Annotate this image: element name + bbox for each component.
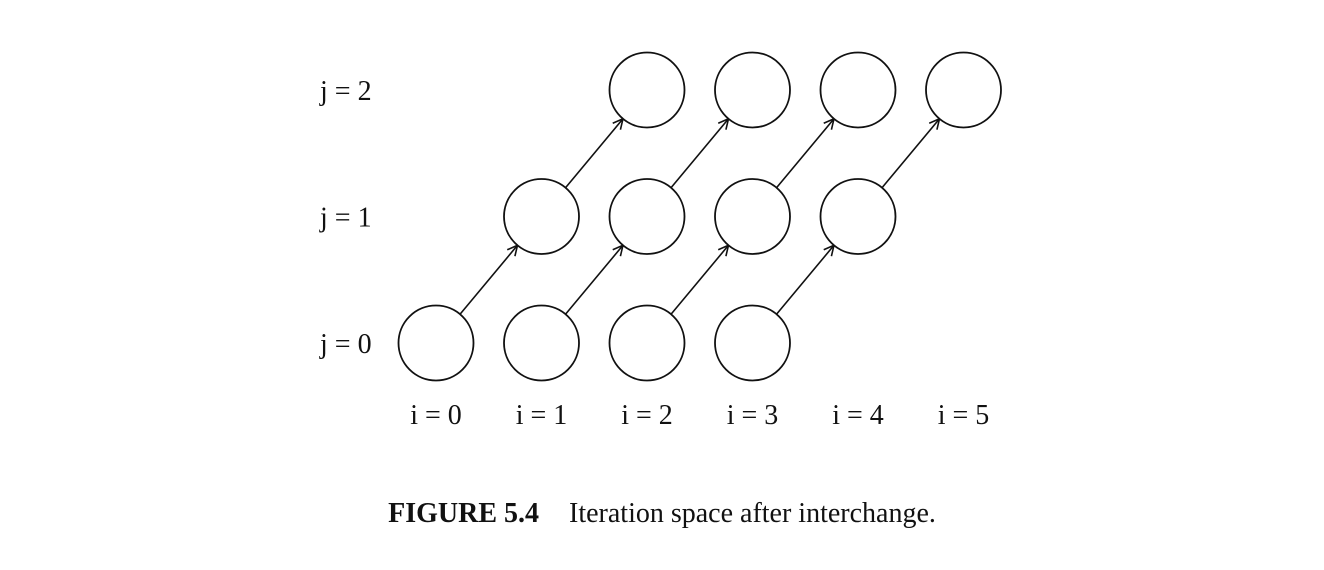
dependence-arrow	[564, 245, 623, 315]
column-label-i1: i = 1	[516, 400, 568, 431]
figure-number: FIGURE 5.4	[388, 498, 539, 529]
column-label-i3: i = 3	[727, 400, 779, 431]
column-label-i4: i = 4	[832, 400, 884, 431]
row-labels: j = 0 j = 1 j = 2	[319, 76, 372, 360]
iteration-node	[714, 178, 791, 255]
iteration-node	[608, 51, 686, 129]
dependence-arrow	[775, 119, 834, 189]
column-label-i2: i = 2	[621, 400, 673, 431]
dependence-arrow	[670, 119, 728, 189]
dependence-edges	[459, 119, 939, 315]
iteration-node	[714, 51, 791, 129]
dependence-arrow	[670, 245, 728, 315]
iteration-node	[925, 51, 1002, 129]
column-labels: i = 0 i = 1 i = 2 i = 3 i = 4 i = 5	[410, 400, 989, 431]
dependence-arrow	[564, 119, 623, 189]
iteration-node	[819, 178, 897, 255]
iteration-node	[503, 178, 580, 255]
iteration-node	[608, 304, 686, 382]
iteration-nodes	[397, 51, 1002, 382]
row-label-j2: j = 2	[319, 76, 372, 107]
iteration-node	[819, 51, 897, 129]
dependence-arrow	[775, 245, 834, 315]
row-label-j1: j = 1	[319, 203, 372, 234]
iteration-node	[714, 304, 791, 382]
iteration-node	[397, 304, 475, 382]
figure-caption-text: Iteration space after interchange.	[569, 498, 936, 529]
row-label-j0: j = 0	[319, 329, 372, 360]
figure-caption: FIGURE 5.4 Iteration space after intercha…	[0, 498, 1324, 530]
iteration-node	[503, 304, 580, 382]
dependence-arrow	[881, 119, 939, 189]
dependence-arrow	[459, 245, 517, 315]
column-label-i0: i = 0	[410, 400, 462, 431]
column-label-i5: i = 5	[938, 400, 990, 431]
iteration-node	[608, 178, 686, 255]
